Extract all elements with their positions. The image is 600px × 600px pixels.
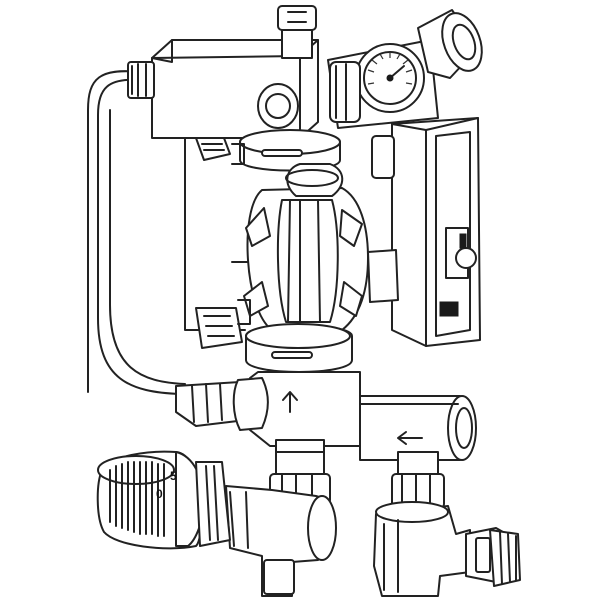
return-manifold [249, 371, 477, 461]
mounting-plate [184, 129, 246, 331]
return-angle-valve [373, 501, 471, 597]
pump-control-box [367, 117, 481, 347]
thermometer-gauge [327, 39, 439, 129]
circulation-pump [231, 163, 387, 331]
upper-union-clamp [195, 129, 341, 172]
lockshield-cap [465, 527, 521, 587]
thermostatic-angle-valve [225, 485, 337, 597]
valve-adjust-knob [257, 83, 299, 129]
lower-union-clamp [195, 307, 353, 373]
thermostat-scale-label: 0 [156, 487, 163, 501]
thermostat-scale-label: 5 [170, 469, 177, 483]
upper-outlet-elbow [417, 9, 483, 79]
up-arrow-icon [282, 391, 298, 413]
bypass-connector [175, 377, 269, 431]
left-arrow-icon [397, 431, 423, 445]
wall-bracket-tabs [231, 143, 251, 325]
thermostat-head: 5 0 [96, 450, 231, 550]
gauge-ticks [367, 52, 413, 85]
air-vent-screw [277, 5, 317, 59]
return-pipe-right [391, 451, 445, 509]
